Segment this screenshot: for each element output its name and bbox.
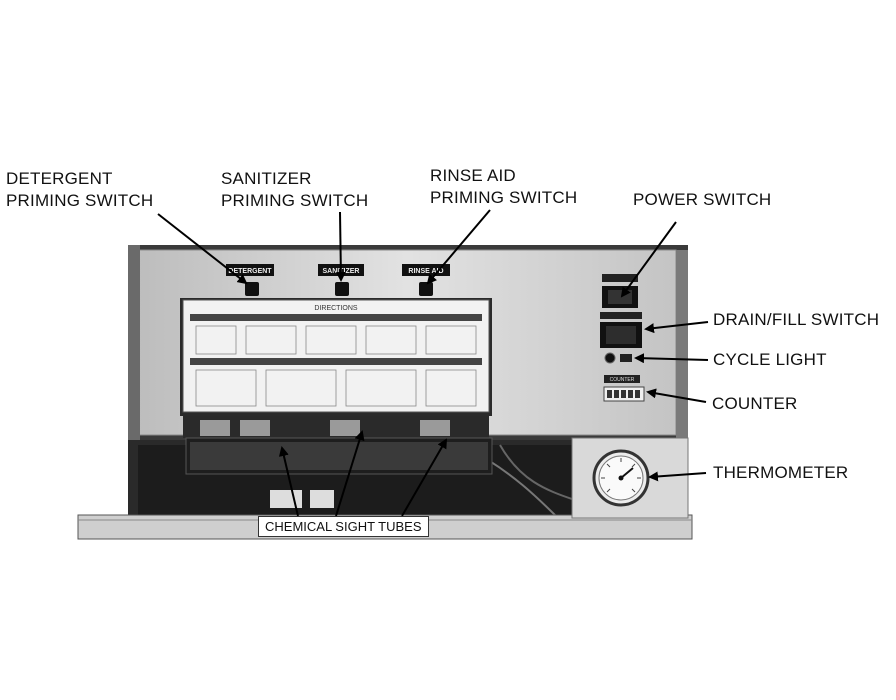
- counter-label-text: COUNTER: [712, 394, 798, 413]
- arrow-cycle-light: [634, 353, 709, 364]
- counter-plate-label: COUNTER: [610, 377, 635, 383]
- sanitizer-label-line-2: PRIMING SWITCH: [221, 191, 369, 210]
- rinse-aid-plate-label: RINSE AID: [408, 268, 443, 275]
- arrow-rinse-aid: [426, 209, 491, 285]
- directions-card: DIRECTIONS: [180, 298, 492, 416]
- arrow-sight-tube-2: [335, 430, 365, 517]
- rinse-aid-priming-switch: RINSE AID: [402, 264, 450, 296]
- callout-arrows: [157, 209, 709, 517]
- cycle-light: [604, 352, 632, 364]
- counter: COUNTER: [603, 375, 645, 402]
- arrow-counter: [646, 388, 707, 403]
- cycle-light-label: CYCLE LIGHT: [713, 349, 827, 371]
- arrow-thermometer: [648, 471, 707, 482]
- detergent-label-line-2: PRIMING SWITCH: [6, 191, 154, 210]
- thermometer-label-text: THERMOMETER: [713, 463, 849, 482]
- detergent-label-line-1: DETERGENT: [6, 169, 113, 188]
- chemical-sight-tubes-label: CHEMICAL SIGHT TUBES: [258, 516, 429, 537]
- rinse-aid-priming-switch-label: RINSE AID PRIMING SWITCH: [430, 165, 577, 209]
- rinse-aid-label-line-1: RINSE AID: [430, 166, 516, 185]
- power-switch-label-text: POWER SWITCH: [633, 190, 772, 209]
- directions-title: DIRECTIONS: [314, 305, 358, 312]
- arrow-detergent: [157, 213, 248, 285]
- cycle-light-label-text: CYCLE LIGHT: [713, 350, 827, 369]
- arrow-sight-tube-3: [401, 438, 448, 517]
- sanitizer-priming-switch-label: SANITIZER PRIMING SWITCH: [221, 168, 368, 212]
- drain-fill-label-text: DRAIN/FILL SWITCH: [713, 310, 880, 329]
- drain-fill-switch-label: DRAIN/FILL SWITCH: [713, 309, 879, 331]
- thermometer-gauge: [592, 449, 650, 507]
- counter-label: COUNTER: [712, 393, 797, 415]
- arrow-power: [620, 221, 677, 298]
- rinse-aid-label-line-2: PRIMING SWITCH: [430, 188, 578, 207]
- detergent-priming-switch: DETERGENT: [226, 264, 274, 296]
- arrow-drain-fill: [644, 321, 709, 334]
- arrow-sanitizer: [335, 211, 346, 282]
- thermometer-label: THERMOMETER: [713, 462, 848, 484]
- drain-fill-switch: [600, 312, 642, 348]
- power-switch: [602, 274, 638, 308]
- chemical-sight-tubes: [183, 416, 493, 475]
- detergent-priming-switch-label: DETERGENT PRIMING SWITCH: [6, 168, 153, 212]
- sanitizer-label-line-1: SANITIZER: [221, 169, 312, 188]
- detergent-plate-label: DETERGENT: [228, 268, 272, 275]
- power-switch-label: POWER SWITCH: [633, 189, 771, 211]
- arrow-sight-tube-1: [278, 446, 299, 517]
